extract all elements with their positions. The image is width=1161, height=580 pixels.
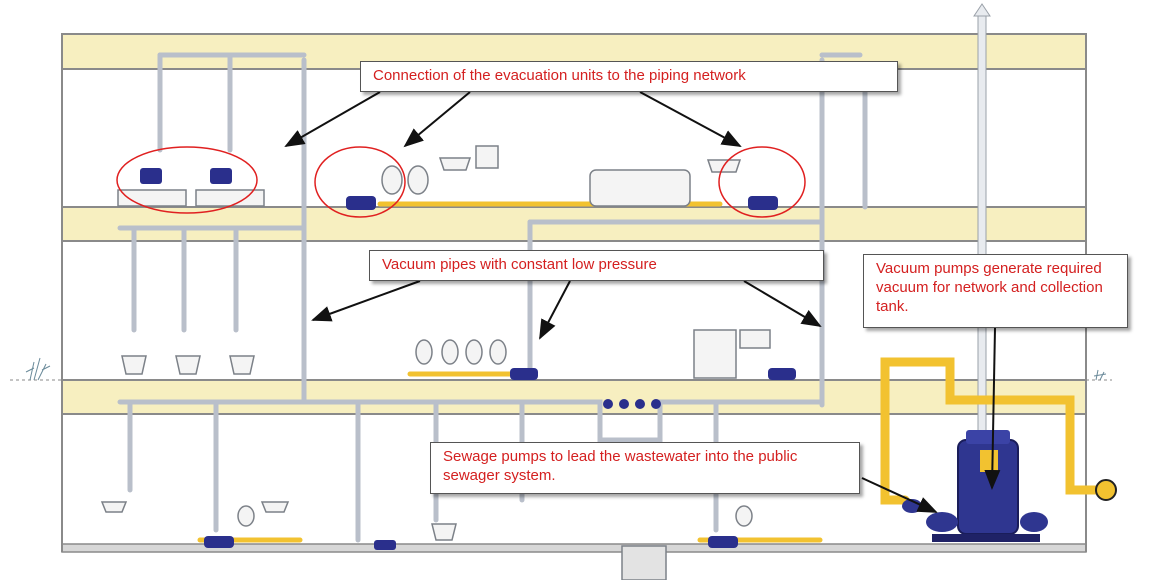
evac-unit-6 [768, 368, 796, 380]
shrub-right [1093, 369, 1107, 381]
public-sewer-outlet [1095, 479, 1117, 501]
highlight-left [116, 146, 258, 214]
vacuum-pump-2 [1020, 512, 1048, 532]
callout-vacuum-pipes: Vacuum pipes with constant low pressure [369, 250, 824, 281]
valve-3 [635, 399, 645, 409]
toilet-upper-1 [121, 355, 147, 375]
yellow-main-loop [880, 357, 1105, 505]
callout-vacuum-pumps: Vacuum pumps generate required vacuum fo… [863, 254, 1128, 328]
tank-base [932, 534, 1040, 542]
evac-unit-2 [210, 168, 232, 184]
evac-unit-7 [204, 536, 234, 548]
pointer-arrows [284, 91, 1001, 513]
evac-unit-5 [510, 368, 538, 380]
highlight-circles [116, 146, 806, 218]
sink-cabinet [739, 329, 771, 349]
highlight-right [718, 146, 806, 218]
toilet-upper-2 [175, 355, 201, 375]
basement-urinal [237, 505, 255, 527]
arrow-vacuum-pipes-1 [311, 280, 421, 322]
sump-box [621, 545, 667, 580]
toilet-upper-3 [229, 355, 255, 375]
vent-pipe [977, 15, 987, 447]
floor-slabs [10, 33, 1112, 553]
callout-sewage-pumps-text: Sewage pumps to lead the wastewater into… [443, 448, 798, 484]
evac-unit-4 [748, 196, 778, 210]
arrow-vacuum-pipes-3 [743, 280, 822, 328]
callout-vacuum-pipes-text: Vacuum pipes with constant low pressure [382, 256, 657, 273]
urinal-ground-4 [489, 339, 507, 365]
evacuation-units [140, 168, 796, 550]
evac-unit-9 [374, 540, 396, 550]
ground-floor-slab [61, 379, 1087, 415]
arrow-connection-2 [403, 91, 471, 148]
arrow-vacuum-pumps [984, 327, 1001, 490]
valve-1 [603, 399, 613, 409]
bathtub [589, 169, 691, 207]
urinal-ground-3 [465, 339, 483, 365]
urinal-ground-1 [415, 339, 433, 365]
tank-top [966, 430, 1010, 444]
arrow-connection-3 [639, 91, 742, 147]
arrow-connection-1 [284, 91, 381, 147]
washing-machine [693, 329, 737, 379]
arrow-vacuum-pipes-2 [539, 280, 571, 340]
collection-tank [902, 430, 1048, 542]
valve-4 [651, 399, 661, 409]
vacuum-pump-1 [926, 512, 958, 532]
vent-arrow-tip [973, 3, 991, 17]
callout-vacuum-pumps-text: Vacuum pumps generate required vacuum fo… [876, 260, 1103, 315]
basement-washbasin-1 [100, 501, 128, 513]
sink-top-2 [195, 189, 265, 207]
callout-connection: Connection of the evacuation units to th… [360, 61, 898, 92]
basement-washbasin-2 [260, 501, 290, 513]
shrub-left [25, 357, 51, 381]
evac-unit-1 [140, 168, 162, 184]
basement-urinal-right [735, 505, 753, 527]
urinal-2 [407, 165, 429, 195]
highlight-center [314, 146, 406, 218]
callout-connection-text: Connection of the evacuation units to th… [373, 67, 746, 84]
cistern [475, 145, 499, 169]
evac-unit-8 [708, 536, 738, 548]
valve-2 [619, 399, 629, 409]
urinal-ground-2 [441, 339, 459, 365]
evac-unit-3 [346, 196, 376, 210]
vacuum-pipe-network [117, 52, 868, 543]
arrow-sewage-pumps [861, 477, 938, 513]
fixtures [100, 145, 771, 580]
tank-panel [980, 450, 998, 472]
basement-toilet [431, 523, 457, 541]
washbasin-upper [438, 157, 472, 171]
urinal-1 [381, 165, 403, 195]
callout-sewage-pumps: Sewage pumps to lead the wastewater into… [430, 442, 860, 494]
